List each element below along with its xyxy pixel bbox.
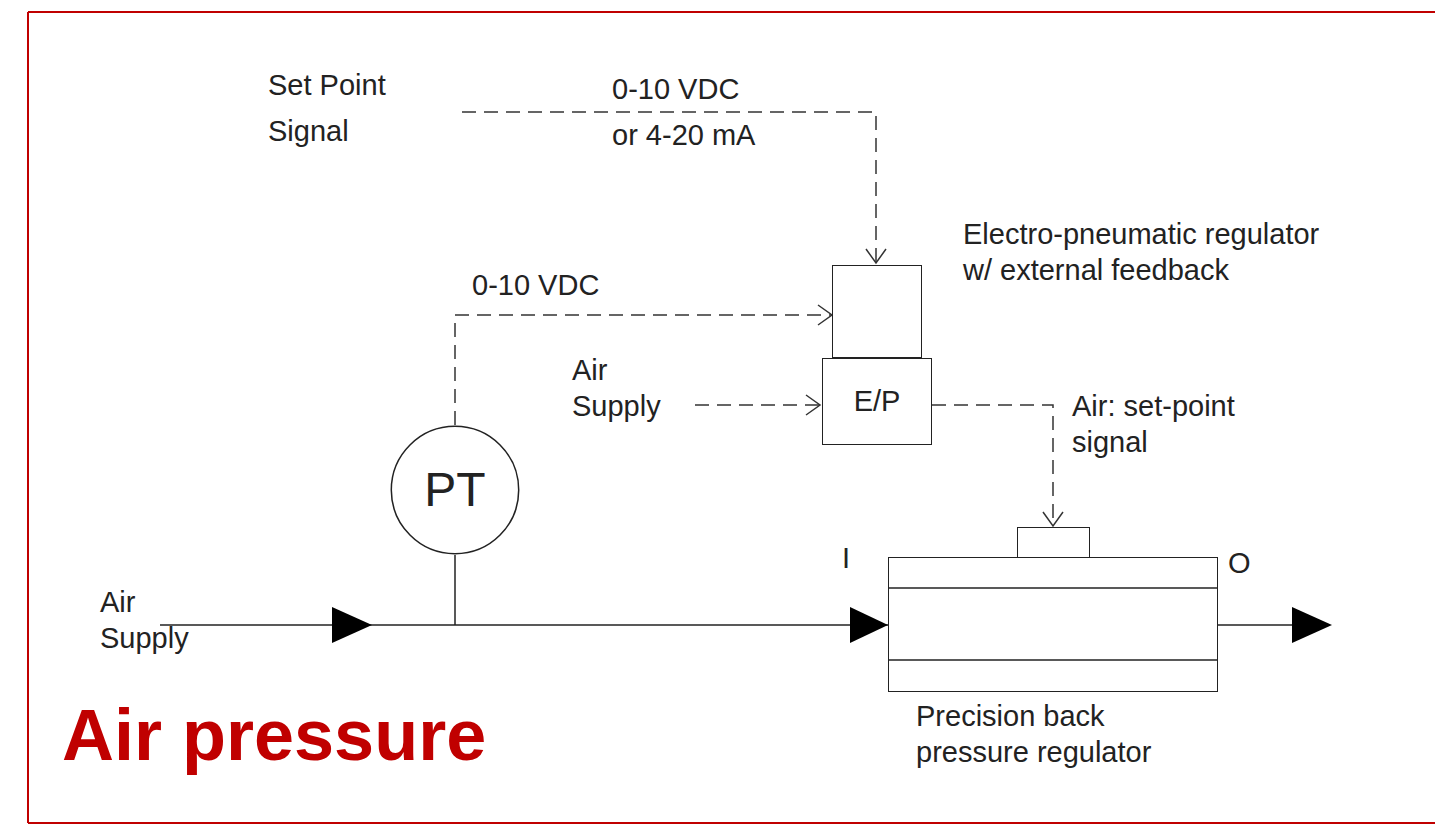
flow-arrow <box>1292 607 1332 643</box>
regulator-body-lines <box>889 558 1217 691</box>
regulator-controller: Electro-pneumatic regulator w/ external … <box>832 265 922 358</box>
supply-label: Air Supply <box>572 352 672 424</box>
signal-arrowhead <box>866 249 886 263</box>
node-heading: Electro-pneumatic regulator w/ external … <box>963 216 1333 288</box>
frame-bottom <box>28 822 1435 824</box>
signal-name: Set Point Signal <box>268 62 438 154</box>
port-letter: O <box>1228 545 1258 581</box>
signal-range: 0-10 VDC or 4-20 mA <box>612 66 764 158</box>
flow-arrow <box>850 607 888 643</box>
ep-converter: E/P <box>822 358 932 445</box>
signal-connector <box>932 405 1063 526</box>
signal-line <box>455 315 832 425</box>
connector-label: 0-10 VDC <box>472 267 622 303</box>
port-letter: I <box>842 540 872 576</box>
frame-top <box>28 11 1435 13</box>
air-supply-line <box>160 624 888 626</box>
outlet-line <box>1218 624 1300 626</box>
flow-arrow <box>332 607 372 643</box>
pressure-transmitter: PT <box>390 425 520 555</box>
signal-arrowhead <box>818 305 832 325</box>
node-label: PT <box>424 461 485 519</box>
frame-left <box>27 12 29 823</box>
signal-arrowhead <box>806 395 820 415</box>
node-heading: Precision back pressure regulator <box>916 698 1186 770</box>
supply-air-line <box>695 404 820 406</box>
transmitter-tap <box>454 555 456 625</box>
frame <box>28 12 1435 823</box>
body-line <box>889 587 1217 589</box>
signal-line <box>932 405 1053 526</box>
signal-arrowhead <box>1043 512 1063 526</box>
pilot-port <box>1017 527 1090 557</box>
supply-label: Air Supply <box>100 584 200 656</box>
signal-connector <box>455 305 832 425</box>
back-pressure-regulator: Precision back pressure regulator <box>888 557 1218 692</box>
diagram-title: Air pressure <box>62 690 486 780</box>
body-line <box>889 659 1217 661</box>
connector-label: Air: set-point signal <box>1072 388 1272 460</box>
circle-shape <box>391 426 518 553</box>
node-label: E/P <box>854 384 901 419</box>
